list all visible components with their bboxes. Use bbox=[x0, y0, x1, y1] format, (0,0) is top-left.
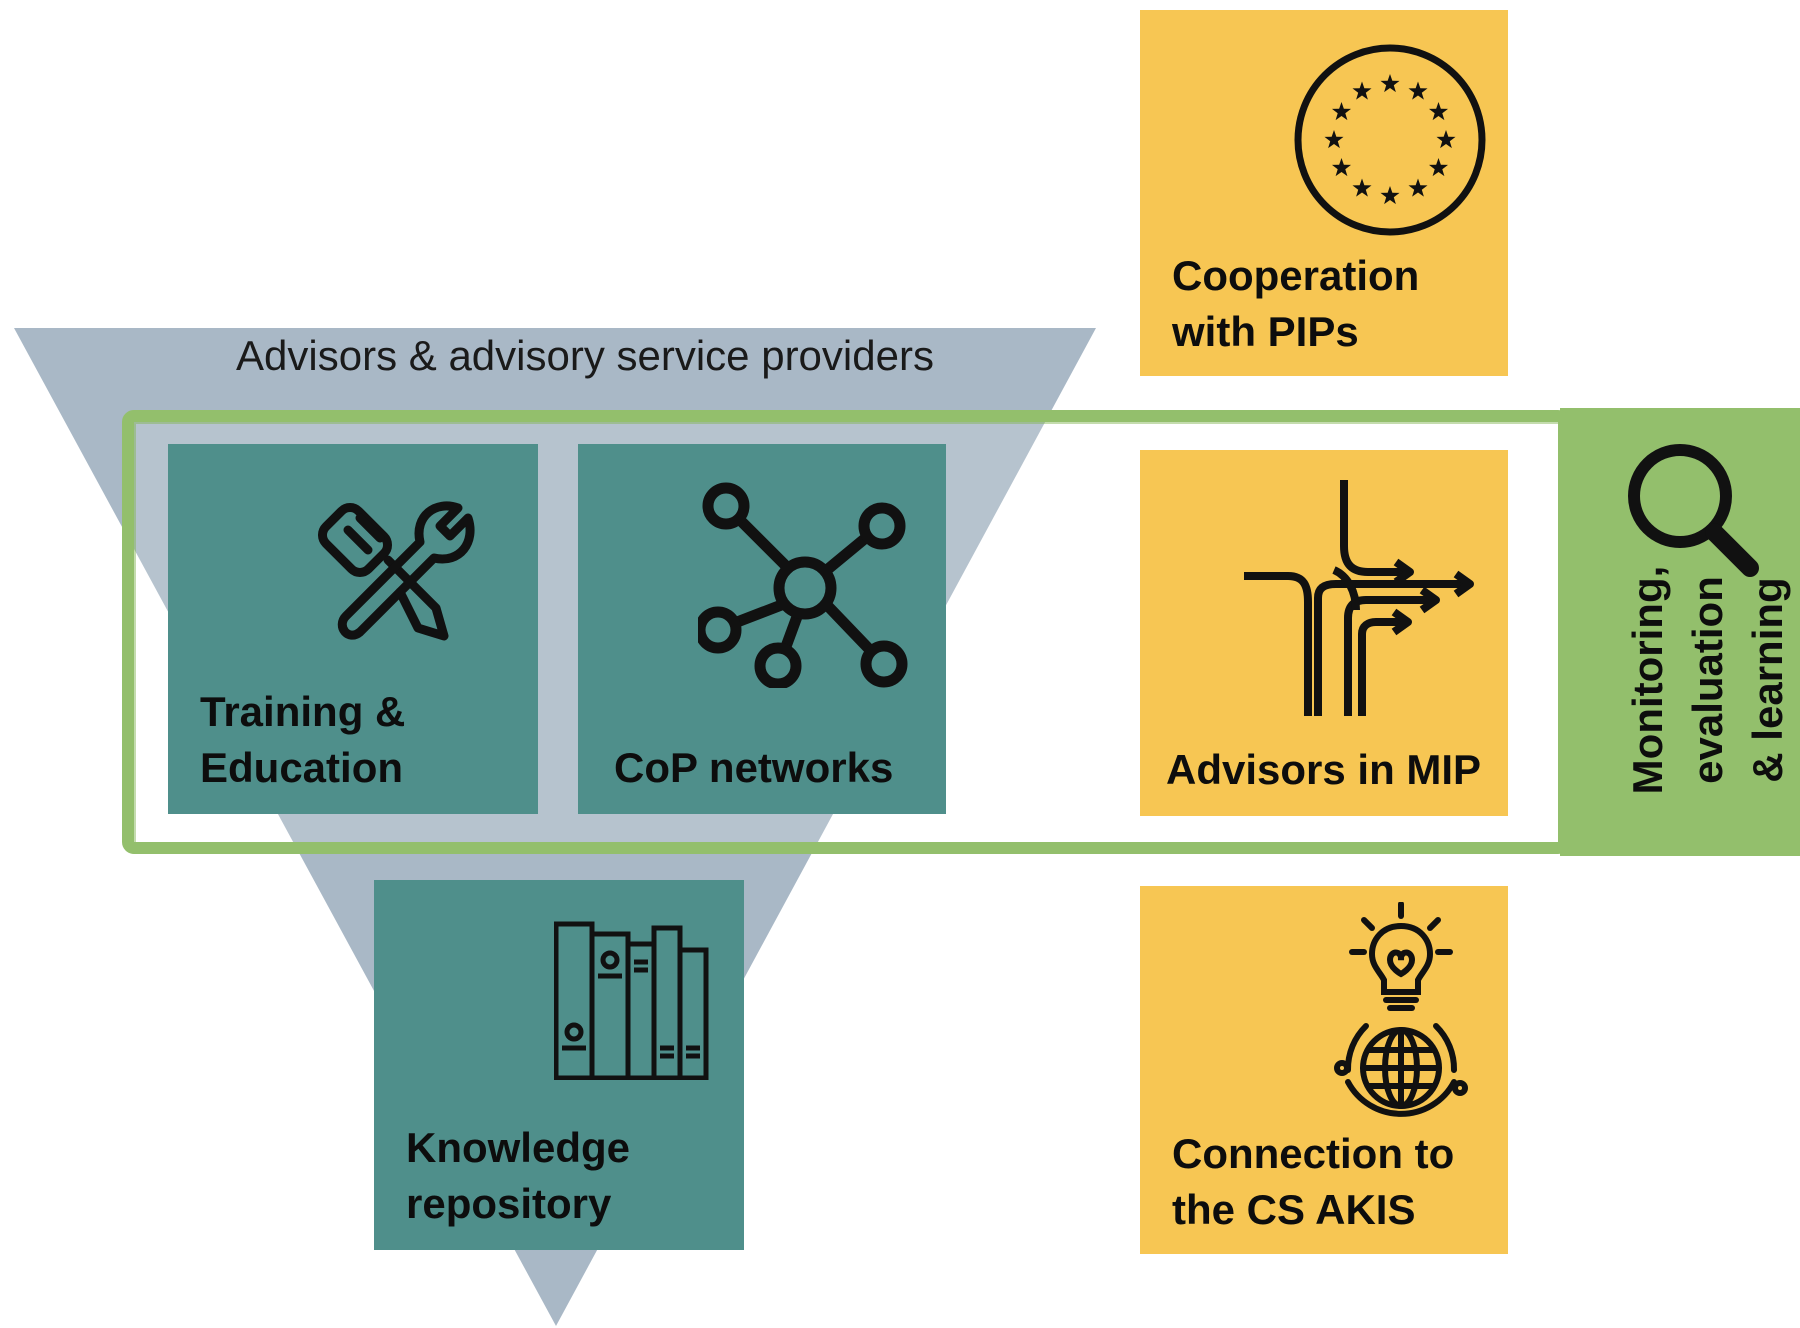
eu-star bbox=[1428, 102, 1449, 121]
tools-icon bbox=[318, 501, 475, 641]
eu-star bbox=[1324, 130, 1344, 149]
advisors-mip-box: Advisors in MIP bbox=[1140, 450, 1508, 816]
merging-arrows-icon bbox=[1244, 480, 1474, 716]
knowledge-label: Knowledge repository bbox=[406, 1124, 631, 1227]
knowledge-repository-box: Knowledge repository bbox=[374, 880, 744, 1250]
lightbulb-globe-icon bbox=[1334, 902, 1468, 1117]
eu-star bbox=[1408, 178, 1428, 197]
cop-networks-box: CoP networks bbox=[578, 444, 946, 814]
eu-star bbox=[1352, 81, 1372, 100]
mip-label: Advisors in MIP bbox=[1166, 746, 1482, 793]
cop-label: CoP networks bbox=[614, 744, 894, 791]
eu-star bbox=[1380, 74, 1400, 93]
network-icon bbox=[698, 482, 908, 688]
training-label: Training & Education bbox=[200, 688, 406, 791]
eu-star bbox=[1380, 186, 1400, 205]
akis-label: Connection to the CS AKIS bbox=[1172, 1130, 1455, 1233]
eu-star bbox=[1436, 130, 1456, 149]
binders-icon bbox=[554, 921, 709, 1080]
monitoring-label: Monitoring, evaluation & learning bbox=[1624, 565, 1791, 795]
eu-star bbox=[1352, 178, 1372, 197]
magnifier-icon bbox=[1628, 444, 1759, 577]
pips-label: Cooperation with PIPs bbox=[1172, 252, 1420, 355]
eu-star bbox=[1331, 158, 1352, 177]
training-education-box: Training & Education bbox=[168, 444, 538, 814]
cooperation-pips-box: Cooperation with PIPs bbox=[1140, 10, 1508, 376]
eu-stars-icon bbox=[1294, 44, 1486, 236]
funnel-title: Advisors & advisory service providers bbox=[236, 332, 934, 379]
connection-akis-box: Connection to the CS AKIS bbox=[1140, 886, 1508, 1254]
monitoring-panel bbox=[1560, 408, 1800, 856]
eu-star bbox=[1331, 102, 1352, 121]
eu-star bbox=[1408, 81, 1428, 100]
eu-star bbox=[1428, 158, 1449, 177]
